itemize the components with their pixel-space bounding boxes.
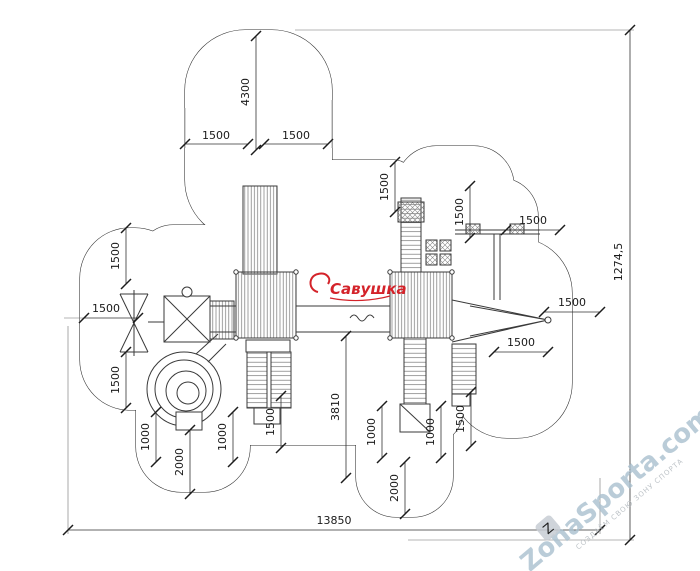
ramp-walkway-top bbox=[242, 185, 278, 275]
climbing-panel bbox=[425, 239, 452, 266]
dimension-label: 1500 bbox=[92, 302, 120, 315]
dimension-label: 1000 bbox=[216, 423, 229, 451]
bridge-walkway bbox=[210, 305, 390, 333]
dimension-label: 1500 bbox=[378, 173, 391, 201]
dimension: 1500 bbox=[258, 129, 334, 150]
tower-platform-left bbox=[163, 286, 235, 343]
dimension-label: 4300 bbox=[239, 78, 252, 106]
dimension-label: 13850 bbox=[317, 514, 352, 527]
dimension: 1000 bbox=[139, 406, 162, 468]
dimension-label: 1500 bbox=[454, 405, 467, 433]
dimension: 1500 bbox=[109, 346, 132, 414]
dimension-label: 3810 bbox=[329, 393, 342, 421]
ladder-bottom-right bbox=[399, 337, 431, 433]
dimension: 2000 bbox=[388, 456, 411, 520]
dimension: 1000 bbox=[424, 400, 447, 464]
dimensions: 1500 4300 1500 1500 1500 1500 bbox=[62, 24, 636, 546]
dimension: 1000 bbox=[365, 400, 388, 464]
dimension-label: 1500 bbox=[507, 336, 535, 349]
dimension: 1500 bbox=[453, 180, 476, 244]
playground-equipment bbox=[119, 185, 552, 433]
dimension-label: 1500 bbox=[282, 129, 310, 142]
dimension: 1500 bbox=[488, 336, 554, 358]
dimension-total-height: 1274,5 bbox=[612, 24, 636, 546]
dimension-label: 2000 bbox=[388, 474, 401, 502]
dimension-label: 1000 bbox=[365, 418, 378, 446]
dimension-label: 1500 bbox=[202, 129, 230, 142]
dimension: 4300 bbox=[239, 30, 262, 156]
dimension: 1500 bbox=[454, 386, 477, 452]
tower-right-large bbox=[389, 271, 453, 339]
dimension: 1500 bbox=[500, 214, 566, 236]
extension-lines bbox=[64, 29, 634, 541]
dimension-label: 1500 bbox=[558, 296, 586, 309]
brand-logo-text: Савушка bbox=[330, 280, 407, 298]
stairs-left bbox=[245, 339, 292, 425]
watermark-badge: Z bbox=[535, 515, 561, 541]
corner-posts bbox=[233, 269, 455, 341]
dimension: 3810 bbox=[329, 330, 352, 484]
dimension-label: 1500 bbox=[453, 198, 466, 226]
dimension-label: 1000 bbox=[424, 418, 437, 446]
dimension: 1500 bbox=[378, 156, 401, 218]
ladder-top bbox=[397, 197, 425, 273]
dimension-label: 1500 bbox=[519, 214, 547, 227]
dimension-label: 1500 bbox=[109, 242, 122, 270]
dimension: 1500 bbox=[264, 390, 287, 454]
dimension: 1500 bbox=[78, 302, 144, 324]
spiral-slide bbox=[146, 333, 227, 431]
dimension-label: 1000 bbox=[139, 423, 152, 451]
dimension: 2000 bbox=[173, 424, 196, 500]
dimension-total-width: 13850 bbox=[62, 514, 606, 536]
safety-zone-outline bbox=[79, 29, 573, 518]
dimension-label: 2000 bbox=[173, 448, 186, 476]
dimension: 1000 bbox=[216, 406, 239, 468]
dimension-label: 1500 bbox=[109, 366, 122, 394]
dimension-label: 1274,5 bbox=[612, 243, 625, 282]
brand-logo: Савушка bbox=[309, 272, 407, 302]
tower-left-large bbox=[235, 271, 297, 339]
dimension: 1500 bbox=[179, 129, 254, 150]
stairs-right bbox=[451, 343, 477, 407]
dimension: 1500 bbox=[538, 296, 606, 318]
dimension: 1500 bbox=[109, 222, 132, 290]
dimension-label: 1500 bbox=[264, 408, 277, 436]
